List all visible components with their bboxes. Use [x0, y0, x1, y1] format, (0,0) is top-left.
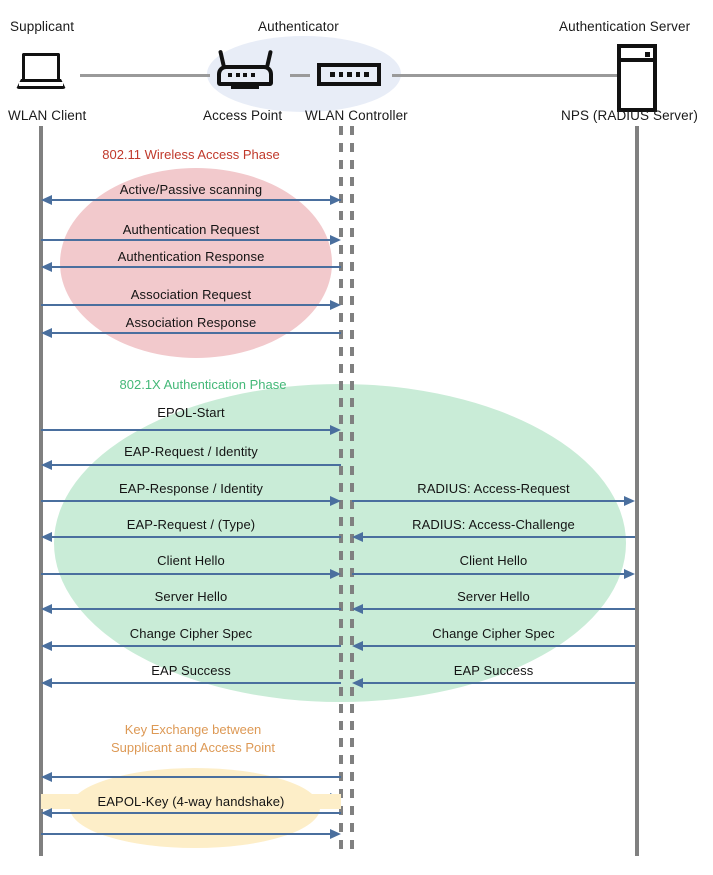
- msg-line-left-6: [48, 464, 341, 466]
- msg-label-left-10: Server Hello: [154, 589, 228, 604]
- msg-line-left-10: [48, 608, 341, 610]
- msg-line-right-1: [361, 536, 635, 538]
- phase3-label: Key Exchange between Supplicant and Acce…: [85, 721, 301, 757]
- msg-label-left-9: Client Hello: [157, 553, 225, 568]
- msg-line-left-2: [48, 266, 341, 268]
- msg-line-left-4: [48, 332, 341, 334]
- msg-arrowhead-right-0: [624, 495, 635, 506]
- msg-label-left-1: Authentication Request: [122, 222, 260, 237]
- msg-line-left-8: [48, 536, 341, 538]
- msg-arrowhead-right-5: [352, 677, 363, 688]
- msg-label-left-5: EPOL-Start: [157, 405, 225, 420]
- msg-line-right-3: [361, 608, 635, 610]
- caption-wlan-client: WLAN Client: [8, 108, 87, 123]
- wire-ap-to-controller: [290, 74, 310, 77]
- lifeline-access-point: [339, 126, 343, 856]
- msg-label-left-0: Active/Passive scanning: [119, 182, 263, 197]
- msg-arrowhead-left-0: [41, 194, 52, 205]
- phase3-label-line2: Supplicant and Access Point: [110, 740, 276, 755]
- msg-line-left-7: [41, 500, 333, 502]
- msg-line-left-13: [48, 776, 341, 778]
- msg-arrowhead-left-2: [41, 261, 52, 272]
- msg-line-left-3: [41, 304, 333, 306]
- msg-arrowhead-left-12: [41, 677, 52, 688]
- msg-label-left-14: EAPOL-Key (4-way handshake): [41, 794, 341, 809]
- msg-arrowhead-left-15: [41, 807, 52, 818]
- caption-wlan-controller: WLAN Controller: [305, 108, 408, 123]
- msg-arrowhead-left-13: [41, 771, 52, 782]
- msg-arrowhead-left-10: [41, 603, 52, 614]
- msg-line-left-16: [41, 833, 333, 835]
- msg-label-left-2: Authentication Response: [117, 249, 265, 264]
- msg-label-left-8: EAP-Request / (Type): [126, 517, 256, 532]
- server-icon: [617, 44, 657, 112]
- caption-nps-radius-server: NPS (RADIUS Server): [561, 108, 698, 123]
- phase1-label: 802.11 Wireless Access Phase: [102, 147, 280, 162]
- msg-label-right-2: Client Hello: [459, 553, 528, 568]
- wire-controller-to-server: [392, 74, 617, 77]
- msg-arrowhead-left-3: [330, 299, 341, 310]
- msg-line-left-9: [41, 573, 333, 575]
- msg-arrowhead-right-2: [624, 568, 635, 579]
- msg-arrowhead-left-9: [330, 568, 341, 579]
- msg-line-right-5: [361, 682, 635, 684]
- caption-access-point: Access Point: [203, 108, 283, 123]
- msg-label-left-12: EAP Success: [151, 663, 231, 678]
- phase2-label: 802.1X Authentication Phase: [119, 377, 287, 392]
- lifeline-supplicant: [39, 126, 43, 856]
- msg-arrowhead-left-8: [41, 531, 52, 542]
- msg-label-right-5: EAP Success: [453, 663, 534, 678]
- msg-arrowhead-left-16: [330, 828, 341, 839]
- msg-line-left-15: [48, 812, 341, 814]
- wlan-controller-icon: [317, 63, 381, 86]
- lifeline-auth-server: [635, 126, 639, 856]
- msg-label-left-11: Change Cipher Spec: [129, 626, 253, 641]
- msg-arrowhead-left-6: [41, 459, 52, 470]
- msg-arrowhead-right-3: [352, 603, 363, 614]
- role-title-supplicant: Supplicant: [10, 19, 75, 34]
- msg-line-right-4: [361, 645, 635, 647]
- msg-line-left-5: [41, 429, 333, 431]
- laptop-icon: [16, 53, 66, 89]
- msg-label-right-3: Server Hello: [457, 589, 530, 604]
- msg-label-left-7: EAP-Response / Identity: [119, 481, 263, 496]
- msg-arrowhead-left-11: [41, 640, 52, 651]
- msg-line-left-11: [48, 645, 341, 647]
- msg-line-right-0: [352, 500, 624, 502]
- msg-arrowhead-left-5: [330, 424, 341, 435]
- msg-arrowhead-left-1: [330, 234, 341, 245]
- msg-label-right-0: RADIUS: Access-Request: [417, 481, 570, 496]
- access-point-icon: [217, 49, 273, 90]
- msg-line-left-1: [41, 239, 333, 241]
- msg-label-left-4: Association Response: [125, 315, 257, 330]
- msg-label-right-4: Change Cipher Spec: [432, 626, 555, 641]
- role-title-authenticator: Authenticator: [258, 19, 339, 34]
- msg-arrowhead-right-4: [352, 640, 363, 651]
- msg-line-left-0: [48, 199, 341, 201]
- msg-arrowhead-right-1: [352, 531, 363, 542]
- role-title-authentication-server: Authentication Server: [559, 19, 691, 34]
- msg-arrowhead-left-7: [330, 495, 341, 506]
- msg-label-right-1: RADIUS: Access-Challenge: [412, 517, 575, 532]
- msg-label-left-3: Association Request: [130, 287, 252, 302]
- msg-arrowhead-left-4: [41, 327, 52, 338]
- msg-label-left-6: EAP-Request / Identity: [124, 444, 258, 459]
- wire-client-to-ap: [80, 74, 210, 77]
- msg-arrowhead-left-0b: [330, 194, 341, 205]
- msg-line-left-12: [48, 682, 341, 684]
- msg-line-right-2: [352, 573, 624, 575]
- phase3-label-line1: Key Exchange between: [124, 722, 262, 737]
- lifeline-wlan-controller: [350, 126, 354, 856]
